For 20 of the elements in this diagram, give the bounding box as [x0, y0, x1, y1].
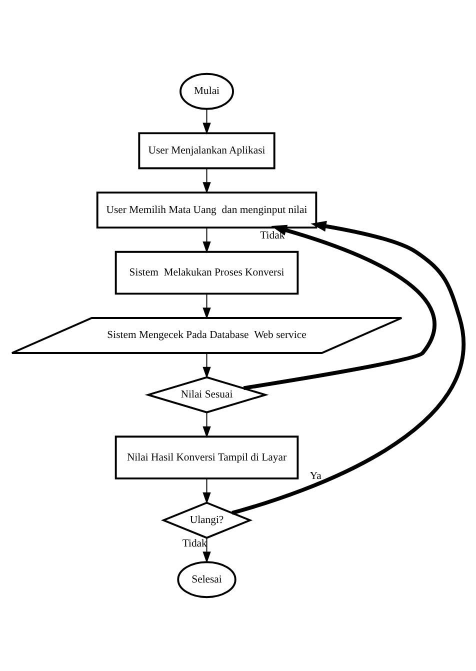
- arrow: [202, 478, 211, 504]
- arrow: [202, 227, 211, 254]
- node-box: User Menjalankan Aplikasi: [138, 132, 276, 170]
- node-box: User Memilih Mata Uang dan menginput nilai: [96, 192, 318, 229]
- arrow: [202, 108, 211, 134]
- arrow: [202, 168, 211, 194]
- arrow: [202, 537, 211, 564]
- edge-label: Ya: [310, 470, 322, 482]
- arrow: [202, 294, 211, 320]
- arrow: [202, 412, 211, 438]
- node-ellipse: Mulai: [180, 72, 234, 110]
- arrow: [243, 224, 436, 390]
- arrow: [202, 352, 211, 379]
- node-diamond: Nilai Sesuai: [144, 376, 269, 414]
- edge-label: Tidak: [182, 537, 207, 550]
- node-ellipse: Selesai: [177, 561, 236, 598]
- node-box: Sistem Melakukan Proses Konversi: [114, 250, 299, 295]
- node-box: Nilai Hasil Konversi Tampil di Layar: [114, 436, 299, 480]
- node-diamond: Ulangi?: [160, 502, 253, 539]
- arrow: [232, 220, 466, 515]
